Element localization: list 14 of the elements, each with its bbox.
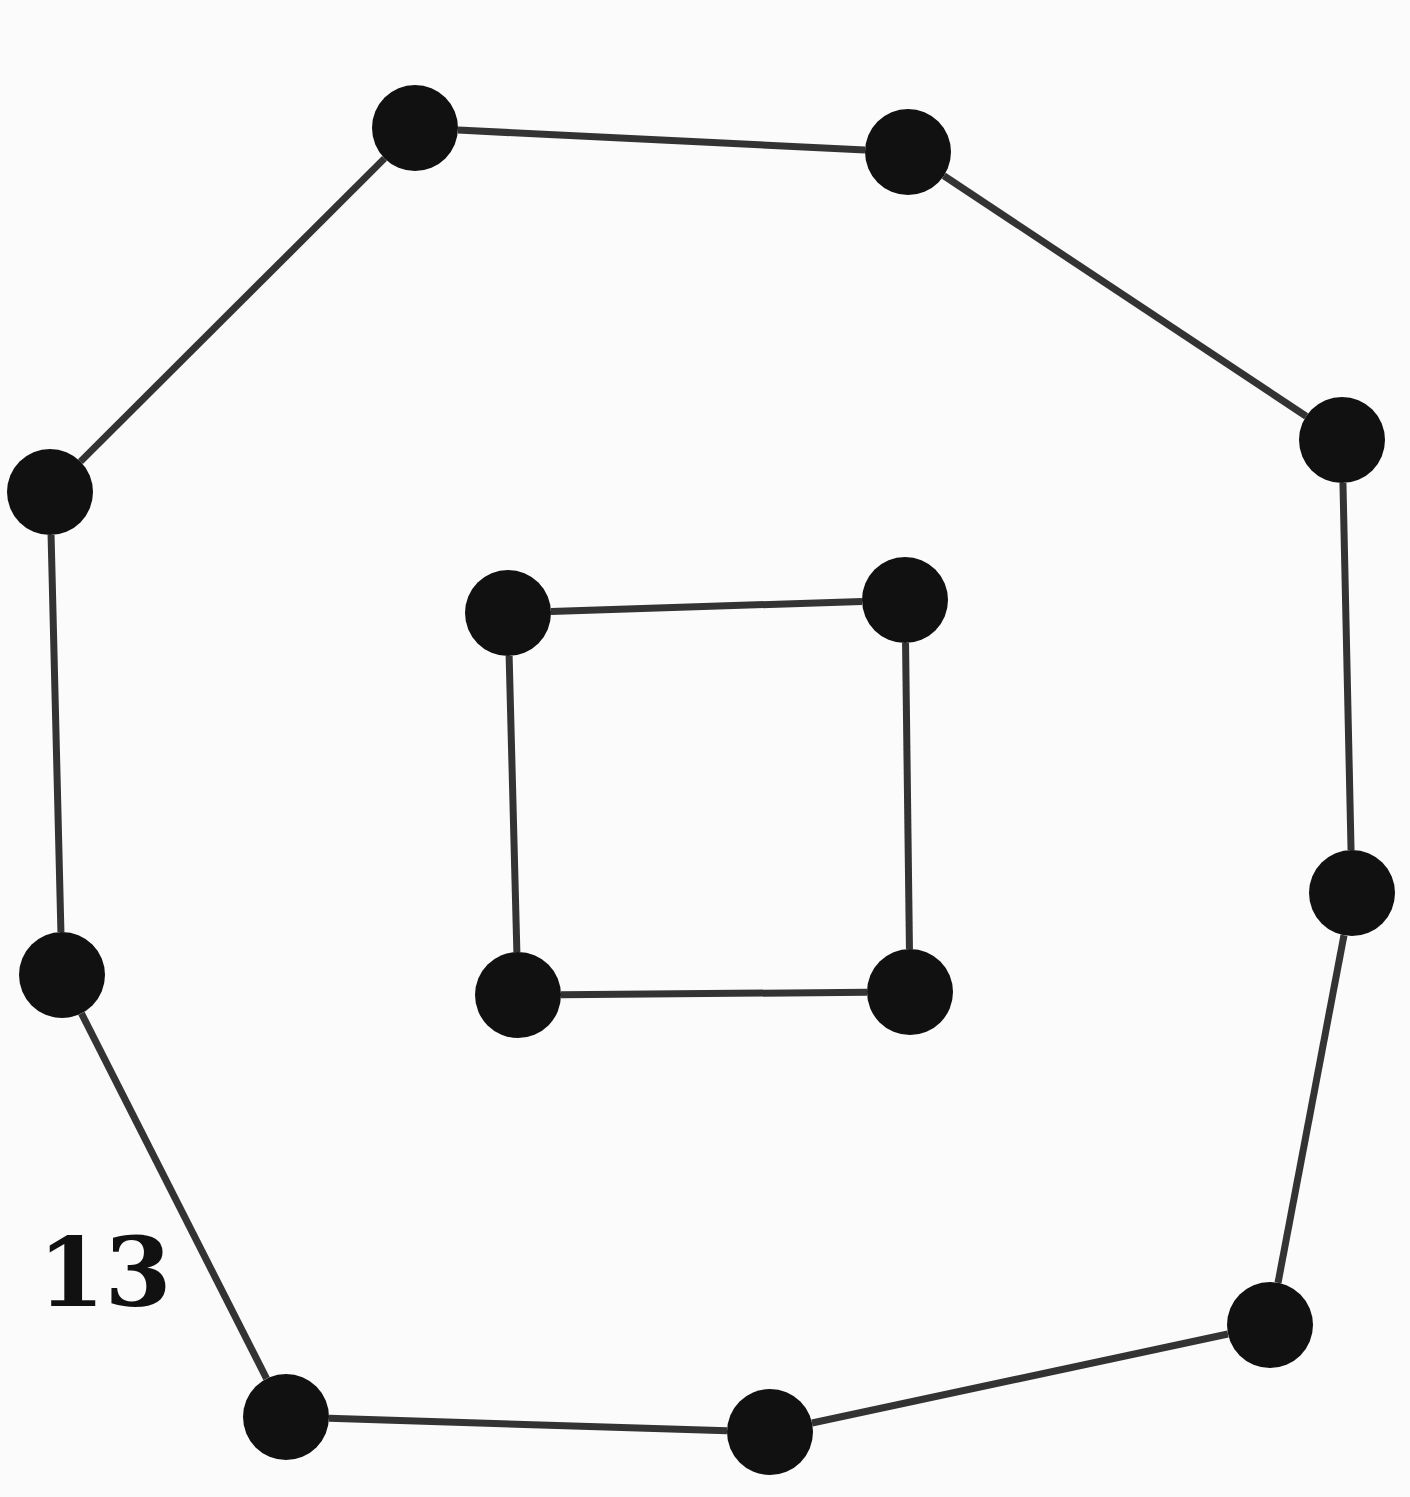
connector-line	[1339, 482, 1355, 851]
connector-line	[47, 534, 65, 933]
connector-line	[457, 126, 866, 154]
connector-line	[505, 655, 521, 953]
connector-line	[328, 1414, 728, 1435]
connector-line	[550, 597, 863, 616]
figure-number: 13	[38, 1225, 172, 1321]
connector-line	[941, 172, 1309, 420]
connector-line	[811, 1330, 1229, 1427]
connector-line	[560, 988, 868, 999]
connector-line	[1274, 934, 1348, 1284]
connector-line	[902, 642, 913, 950]
connector-line	[77, 155, 388, 465]
connector-line	[78, 1011, 270, 1381]
